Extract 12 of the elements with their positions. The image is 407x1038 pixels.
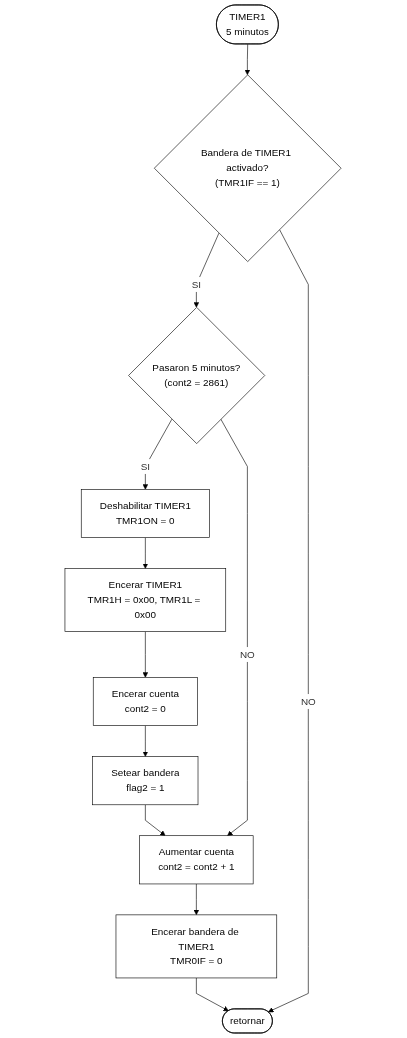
node-box: Setear bandera flag2 = 1: [92, 756, 199, 806]
node-box: Encerar cuenta cont2 = 0: [93, 677, 199, 726]
edge-label: NO: [301, 695, 317, 707]
node-box: Encerar TIMER1 TMR1H = 0x00, TMR1L = 0x00: [65, 568, 227, 632]
node-diamond: Pasaron 5 minutos? (cont2 = 2861): [128, 307, 266, 444]
node-diamond: Bandera de TIMER1 activado? (TMR1IF == 1): [154, 74, 342, 262]
edge-label: SI: [192, 278, 202, 290]
edge-label: NO: [240, 648, 256, 660]
node-box: Deshabilitar TIMER1 TMR1ON = 0: [81, 489, 211, 538]
node-box: Encerar bandera de TIMER1 TMR0IF = 0: [116, 914, 278, 979]
node-box: Aumentar cuenta cont2 = cont2 + 1: [139, 835, 254, 885]
edge-label: SI: [141, 460, 151, 472]
